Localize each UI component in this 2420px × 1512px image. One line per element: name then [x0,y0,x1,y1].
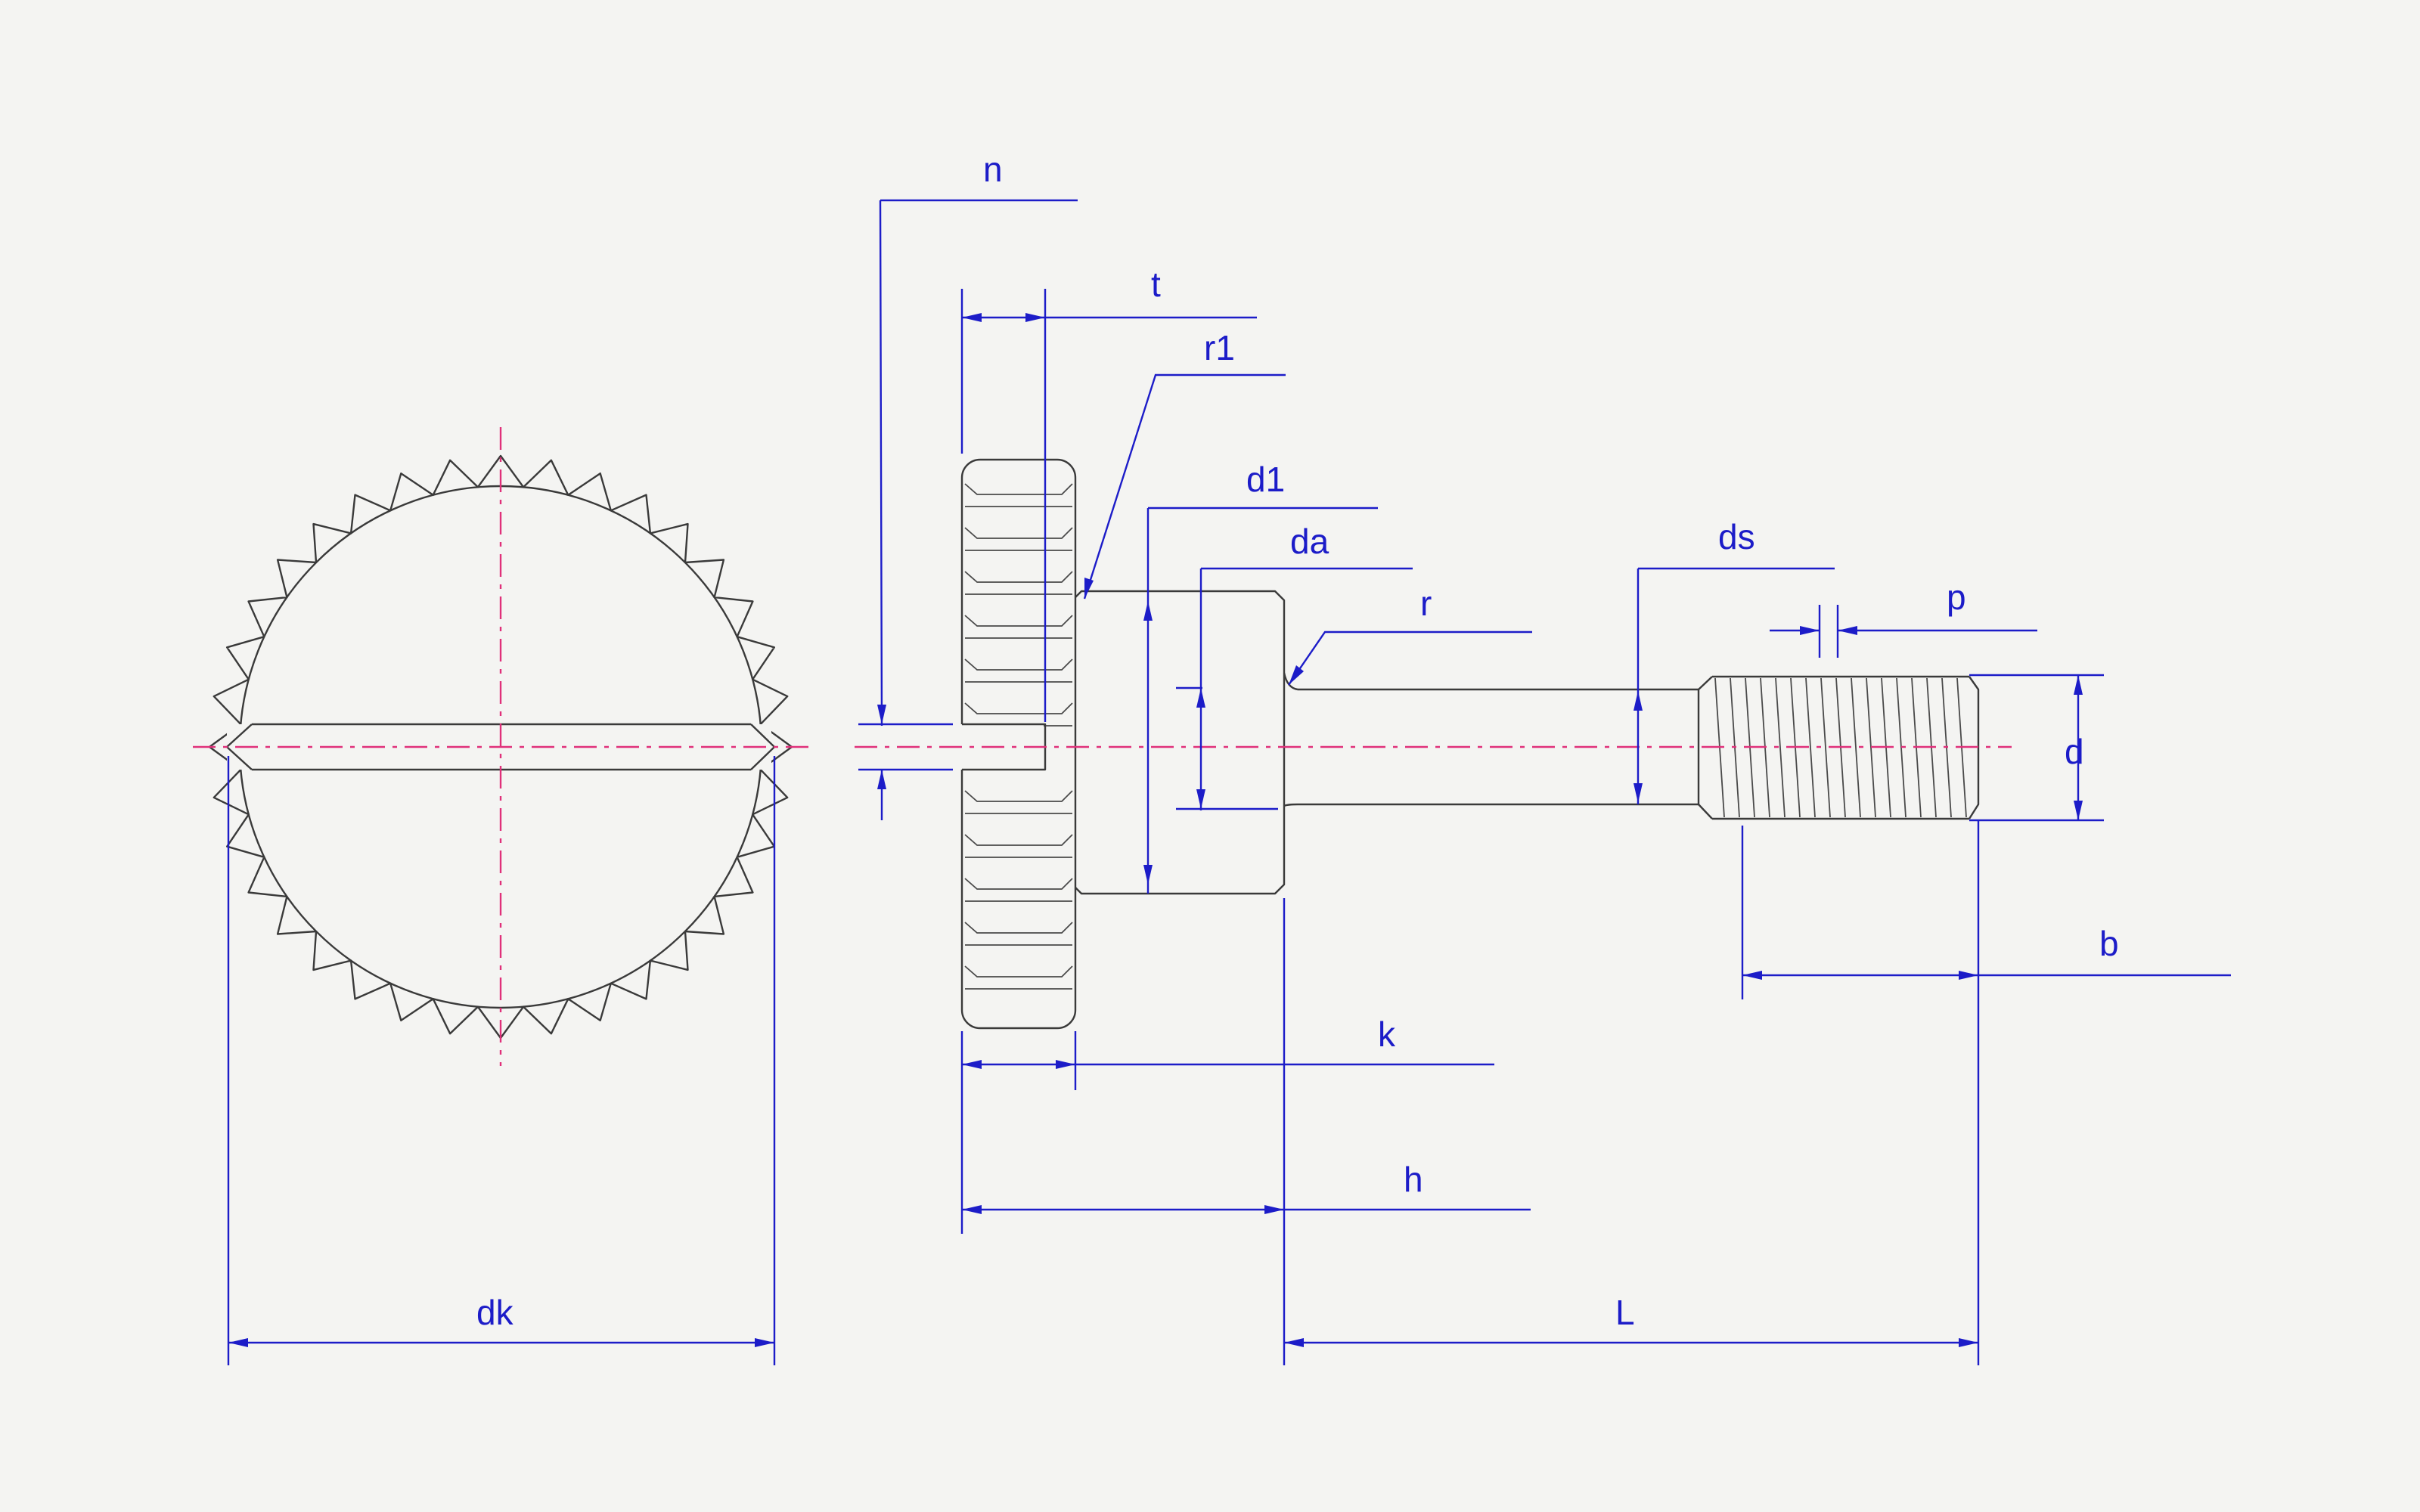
dim-b: b [1741,820,2231,1365]
label-ds: ds [1718,517,1755,556]
thread-crest [1851,677,1861,818]
collar-profile [1075,590,1286,895]
dim-L: L [1284,1293,1978,1347]
dim-dk: dk [227,756,776,1365]
dim-n: n [858,150,1078,820]
knurl-line [964,965,1073,990]
knurl-line [964,571,1073,595]
dim-d1: d1 [1143,460,1378,894]
dim-da: da [1176,522,1413,810]
knurl-line [964,878,1073,902]
label-b: b [2099,924,2119,963]
label-dk: dk [476,1293,514,1332]
thread-crest [1775,677,1786,818]
knurl-line [964,615,1073,639]
knurl-line [964,702,1073,727]
side-view [855,458,2012,1030]
label-h: h [1404,1160,1423,1199]
dim-r1: r1 [1083,328,1286,600]
knurl-line [964,790,1073,814]
knurl-line [964,658,1073,683]
shank-profile [1298,688,1699,806]
front-view [193,427,813,1066]
dim-r: r [1288,584,1532,686]
dim-ds: ds [1634,517,1835,804]
label-p: p [1947,578,1966,617]
label-r1: r1 [1204,328,1235,367]
label-L: L [1615,1293,1635,1332]
neck-fillet [1283,672,1298,807]
knurl-line [964,922,1073,946]
thread-crest [1820,677,1831,818]
knurl-line [964,483,1073,507]
label-n: n [983,150,1003,189]
thread-crest [1805,677,1816,818]
dim-p: p [1770,578,2037,658]
dim-k: k [960,1015,1494,1090]
dim-t: t [960,265,1257,722]
knurl-line [964,527,1073,551]
dim-d: d [1969,674,2104,822]
label-r: r [1420,584,1432,623]
label-da: da [1290,522,1329,561]
label-k: k [1378,1015,1396,1054]
thread-outline [1697,675,1980,820]
label-d1: d1 [1246,460,1285,499]
label-d: d [2065,732,2084,771]
dimensions: n t r1 d1 da r [227,150,2231,1365]
head-knurl-lines [964,483,1073,990]
dim-h: h [960,898,1531,1365]
knurl-line [964,834,1073,858]
label-t: t [1151,265,1161,304]
